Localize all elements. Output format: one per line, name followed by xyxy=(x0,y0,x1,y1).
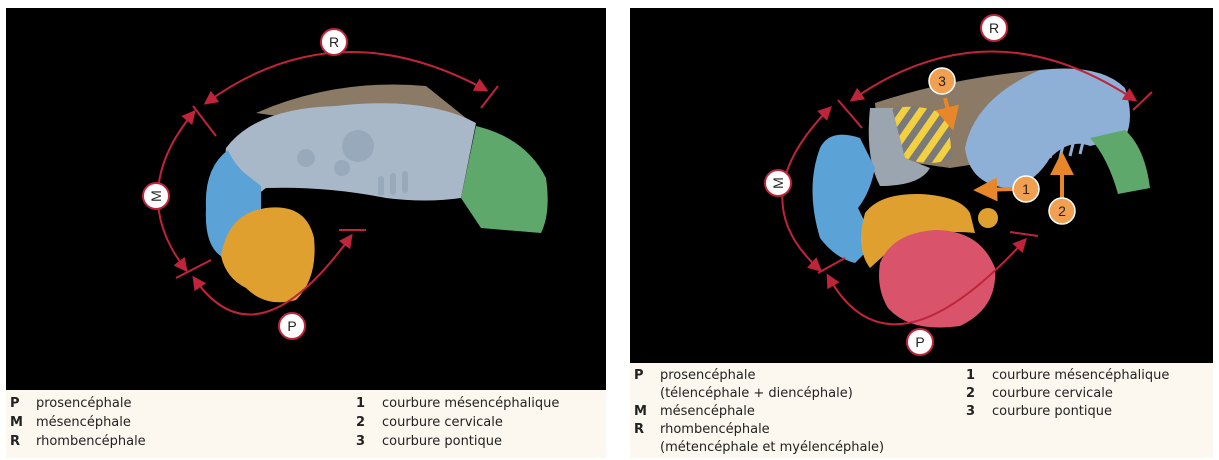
legend-item-sub: (métencéphale et myélencéphale) xyxy=(634,439,884,457)
svg-text:M: M xyxy=(770,177,786,189)
left-ganglion-stub xyxy=(390,173,396,195)
svg-text:2: 2 xyxy=(1058,203,1066,219)
left-spinal-cord xyxy=(461,126,548,233)
left-vesicle-bump xyxy=(297,149,315,167)
right-tick xyxy=(818,258,845,273)
svg-text:3: 3 xyxy=(938,73,946,89)
right-label-2: 2 xyxy=(1049,198,1075,224)
left-label-m: M xyxy=(143,183,169,209)
right-label-m: M xyxy=(765,170,791,196)
right-arrow-1 xyxy=(978,189,1013,190)
svg-text:M: M xyxy=(148,190,164,202)
right-embryo-illustration: 1 2 3 R M P xyxy=(630,8,1213,363)
left-embryo-figure: R M P xyxy=(6,8,606,390)
right-tick xyxy=(838,100,862,128)
svg-text:P: P xyxy=(287,318,296,334)
left-ganglion-stub xyxy=(402,171,408,193)
left-ganglion-stub xyxy=(378,176,384,196)
right-optic-bud xyxy=(978,208,998,228)
svg-text:R: R xyxy=(329,34,339,50)
svg-text:1: 1 xyxy=(1022,181,1030,197)
right-label-3: 3 xyxy=(929,68,955,94)
left-vesicle-bump xyxy=(342,130,374,162)
svg-text:P: P xyxy=(915,334,924,350)
left-label-r: R xyxy=(321,29,347,55)
right-spinal-cord xyxy=(1090,130,1150,194)
right-label-r: R xyxy=(981,15,1007,41)
left-tick xyxy=(193,106,216,136)
right-label-1: 1 xyxy=(1013,176,1039,202)
right-embryo-figure: 1 2 3 R M P xyxy=(630,8,1213,363)
legend-item-sub: (télencéphale + diencéphale) xyxy=(634,385,853,403)
left-label-p: P xyxy=(279,313,305,339)
svg-text:R: R xyxy=(989,20,999,36)
right-tick xyxy=(1133,92,1152,110)
right-tick xyxy=(1010,232,1038,236)
right-label-p: P xyxy=(907,329,933,355)
left-vesicle-bump xyxy=(334,160,350,176)
left-embryo-illustration: R M P xyxy=(6,8,606,390)
